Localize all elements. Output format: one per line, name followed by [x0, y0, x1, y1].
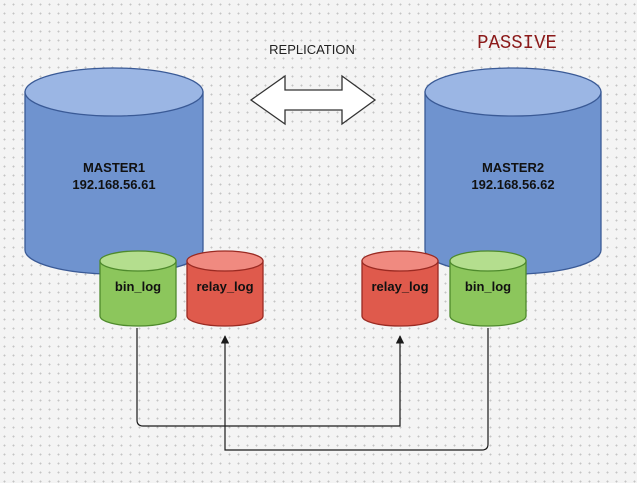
replication-label: REPLICATION	[269, 42, 355, 57]
master1-ip: 192.168.56.61	[72, 177, 155, 192]
master2-database: MASTER2 192.168.56.62	[424, 67, 602, 275]
master2-relay-log: relay_log	[361, 250, 439, 327]
master2-relay-log-label: relay_log	[371, 279, 428, 294]
master1-cylinder-top	[24, 67, 204, 117]
master1-bin-log-body	[99, 260, 177, 327]
master2-ip: 192.168.56.62	[471, 177, 554, 192]
master1-database: MASTER1 192.168.56.61	[24, 67, 204, 275]
master2-cylinder-top	[424, 67, 602, 117]
replication-double-arrow	[249, 74, 377, 126]
master1-relay-log-body	[186, 260, 264, 327]
master2-bin-log-top	[449, 250, 527, 272]
master1-bin-log-label: bin_log	[115, 279, 161, 294]
master1-relay-log-top	[186, 250, 264, 272]
master1-name: MASTER1	[83, 160, 145, 175]
master1-bin-log-top	[99, 250, 177, 272]
master1-relay-log: relay_log	[186, 250, 264, 327]
master2-bin-log: bin_log	[449, 250, 527, 327]
passive-label: PASSIVE	[477, 32, 557, 54]
master1-bin-log: bin_log	[99, 250, 177, 327]
master1-relay-log-label: relay_log	[196, 279, 253, 294]
master2-bin-log-label: bin_log	[465, 279, 511, 294]
connector-master1-bin-to-master2-relay	[136, 328, 405, 427]
master2-name: MASTER2	[482, 160, 544, 175]
master2-bin-log-body	[449, 260, 527, 327]
master2-relay-log-top	[361, 250, 439, 272]
master2-relay-log-body	[361, 260, 439, 327]
connector-master2-bin-to-master1-relay	[220, 328, 489, 451]
